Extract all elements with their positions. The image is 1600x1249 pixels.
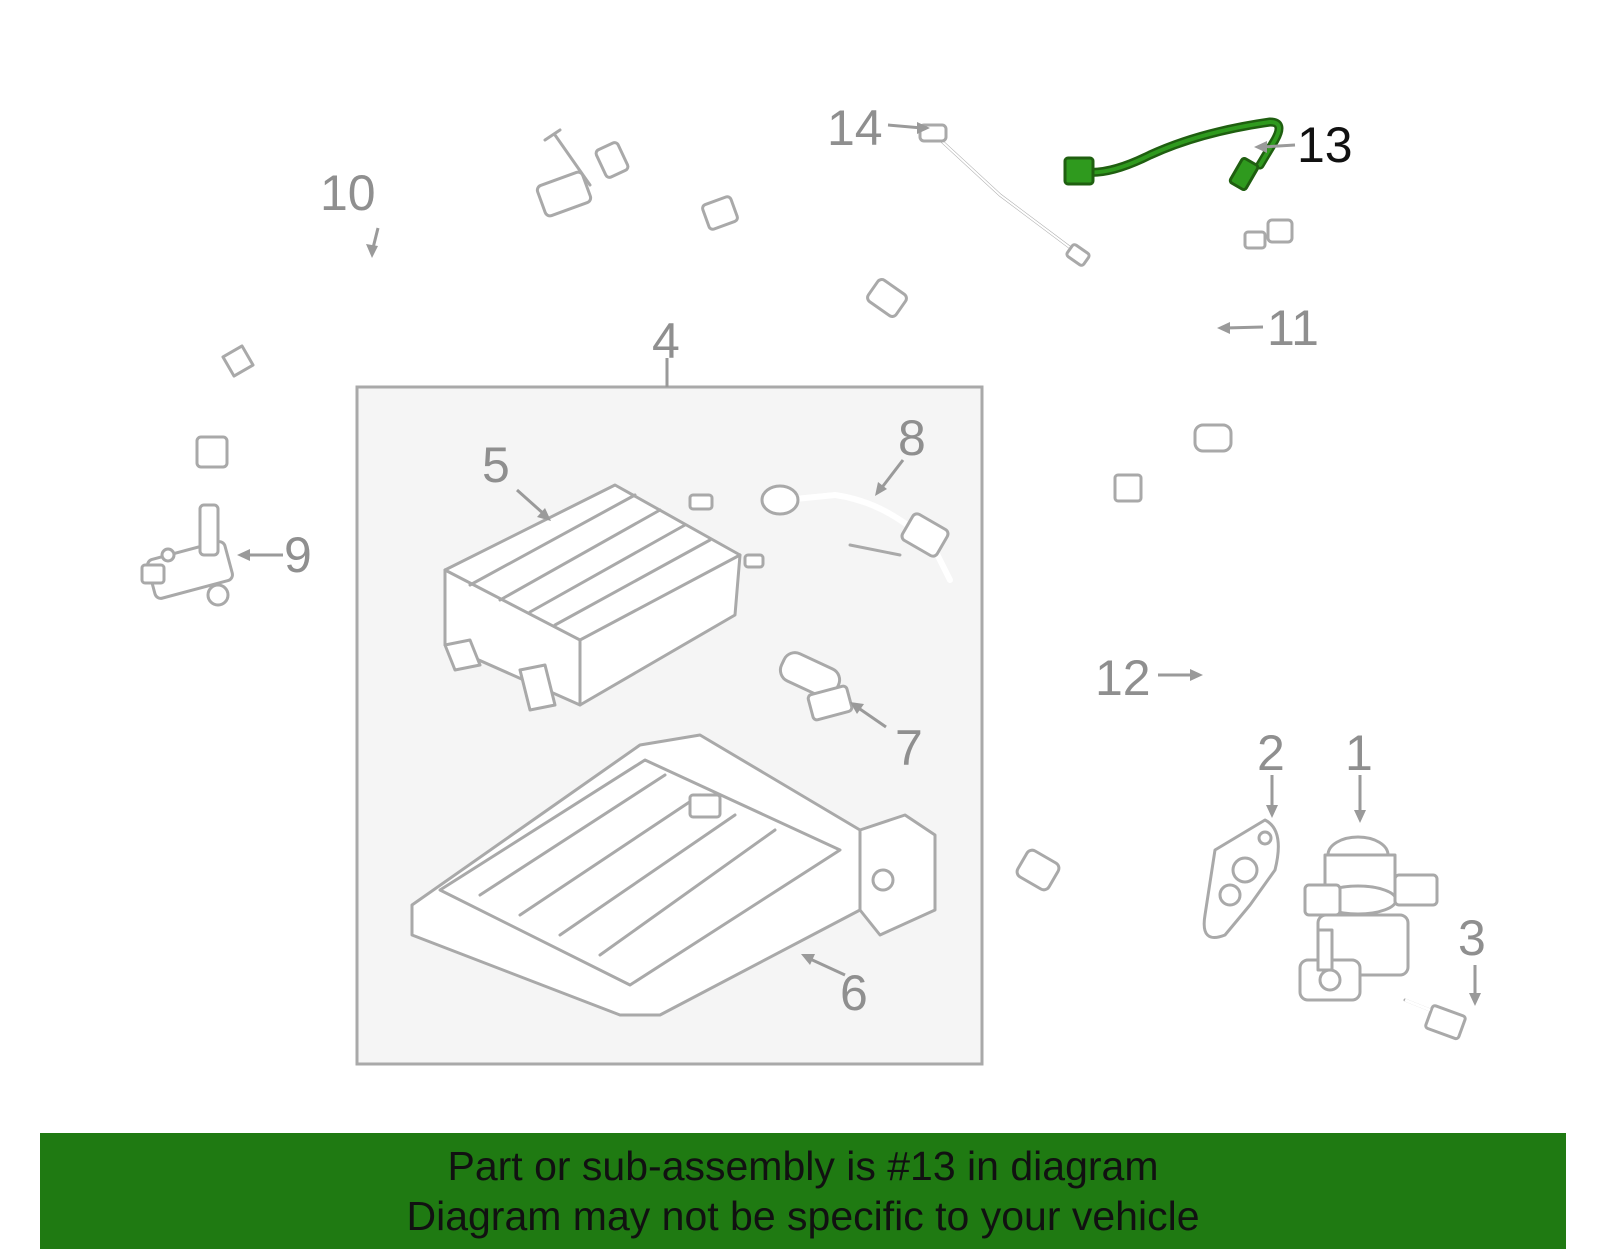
part-5-canister[interactable]	[443, 483, 765, 712]
callout-5: 5	[482, 437, 510, 493]
callout-13: 13	[1297, 117, 1353, 173]
leader-lines	[237, 122, 1481, 1006]
banner-line-2: Diagram may not be specific to your vehi…	[406, 1193, 1200, 1239]
callout-labels: 10 9 14 13 11 4 5 8 7 6 12 2 1 3	[284, 100, 1486, 1021]
info-banner: Part or sub-assembly is #13 in diagram D…	[40, 1133, 1566, 1249]
part-2-gasket[interactable]	[1202, 818, 1280, 939]
banner-line-1: Part or sub-assembly is #13 in diagram	[447, 1143, 1159, 1189]
callout-8: 8	[898, 410, 926, 466]
callout-3: 3	[1458, 910, 1486, 966]
callout-2: 2	[1257, 725, 1285, 781]
part-13-oxygen-sensor[interactable]	[1063, 117, 1284, 192]
callout-7: 7	[895, 720, 923, 776]
callout-4: 4	[652, 313, 680, 369]
callout-14: 14	[827, 100, 883, 156]
part-7-valve[interactable]	[776, 649, 854, 722]
callout-10: 10	[320, 165, 376, 221]
part-6-bracket[interactable]	[410, 733, 937, 1017]
part-9-sensor[interactable]	[140, 503, 234, 607]
callout-11: 11	[1267, 300, 1319, 356]
part-3-bolt[interactable]	[1403, 998, 1467, 1041]
callout-9: 9	[284, 527, 312, 583]
callout-12: 12	[1095, 650, 1151, 706]
part-14-sensor-line[interactable]	[918, 123, 1091, 267]
callout-1: 1	[1345, 725, 1373, 781]
callout-6: 6	[840, 965, 868, 1021]
part-12-tube[interactable]	[1015, 423, 1233, 896]
part-1-valve[interactable]	[1298, 835, 1439, 1002]
part-10-hose[interactable]	[195, 118, 739, 469]
part-8-hose[interactable]	[760, 484, 953, 583]
part-11-tube[interactable]	[866, 218, 1294, 354]
